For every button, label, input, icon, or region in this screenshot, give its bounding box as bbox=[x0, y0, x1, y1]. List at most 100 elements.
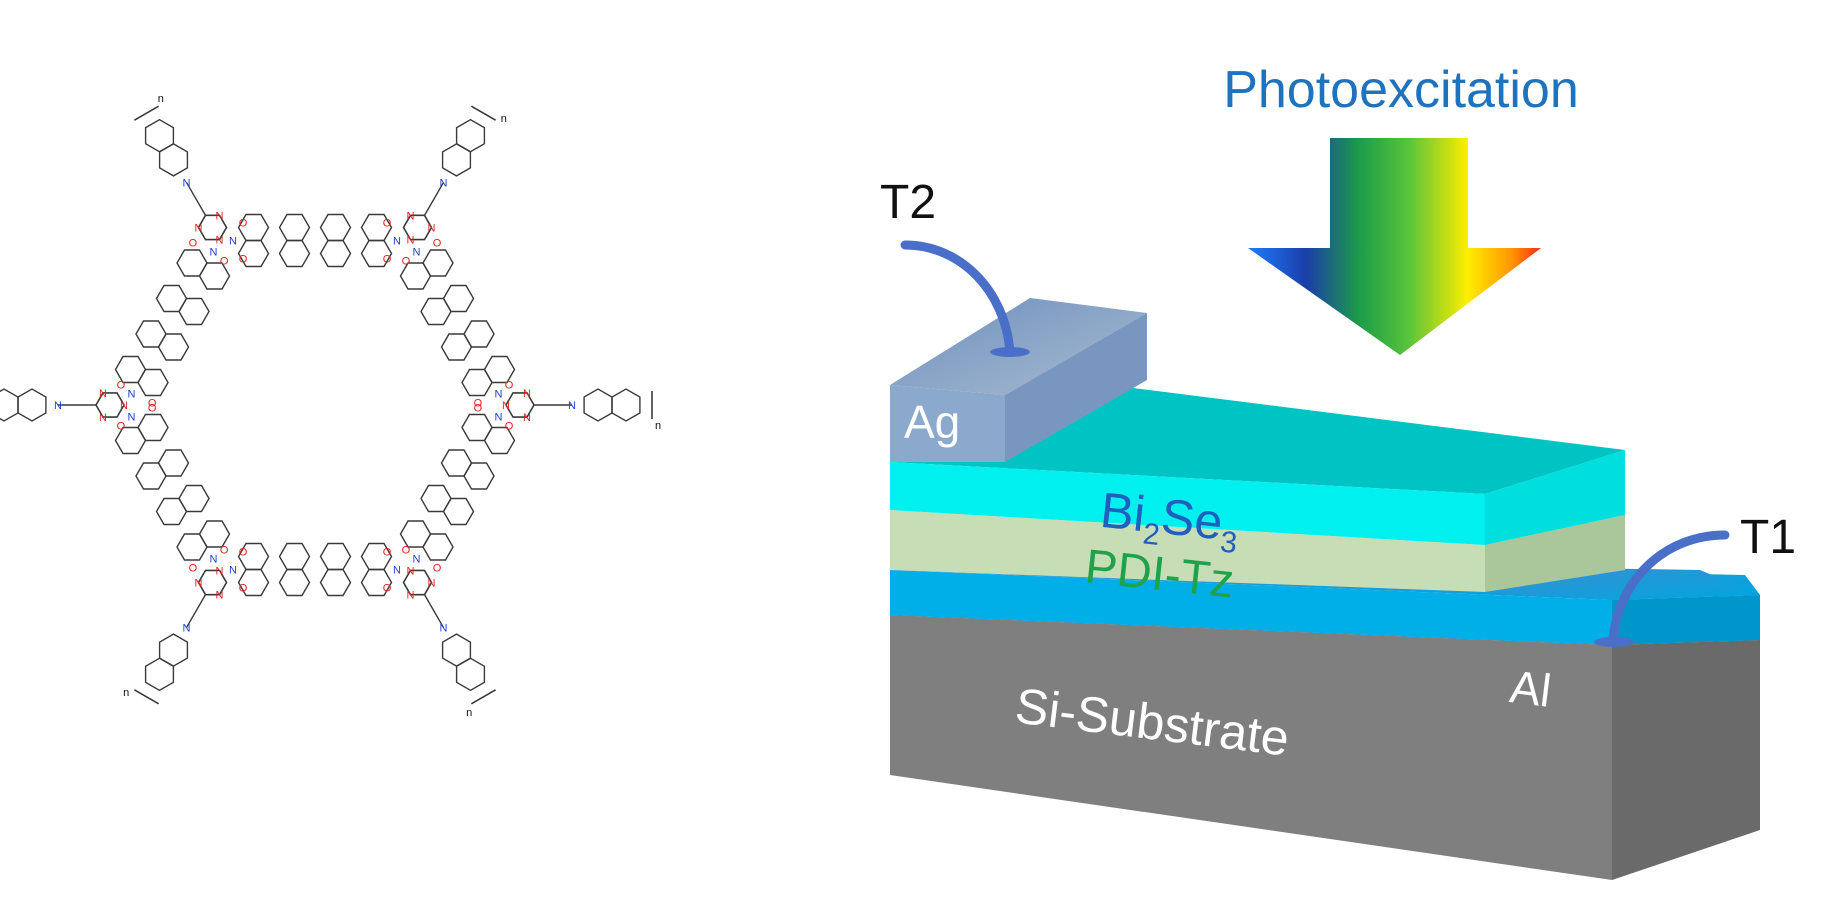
naphthalene-ring bbox=[144, 657, 175, 692]
al-label: Al bbox=[1507, 660, 1554, 717]
photoexcitation-arrow bbox=[1248, 138, 1541, 355]
t1-contact bbox=[1594, 637, 1634, 647]
imide-nitrogen: N bbox=[210, 553, 218, 565]
imide-nitrogen: N bbox=[229, 235, 237, 247]
bond bbox=[185, 594, 207, 628]
ag-top-face bbox=[890, 298, 1147, 395]
carbonyl-oxygen: O bbox=[474, 398, 483, 410]
benzene-ring bbox=[319, 568, 352, 597]
imide-nitrogen: N bbox=[183, 177, 191, 189]
triazine-ring bbox=[505, 392, 535, 418]
repeat-bracket bbox=[133, 689, 160, 705]
benzene-ring bbox=[420, 484, 452, 513]
pdi-side-face bbox=[1485, 515, 1625, 592]
carbonyl-oxygen: O bbox=[239, 547, 248, 559]
naphthalene-ring bbox=[611, 388, 641, 422]
imide-nitrogen: N bbox=[54, 400, 62, 412]
bi2se3-label: Bi2Se3 bbox=[1097, 482, 1242, 560]
triazine-nitrogen: N bbox=[195, 578, 203, 590]
imide-nitrogen: N bbox=[495, 411, 503, 423]
substrate-front-face bbox=[890, 615, 1612, 880]
bond bbox=[185, 182, 207, 216]
benzene-ring bbox=[278, 213, 311, 242]
ag-front-face bbox=[890, 385, 1005, 462]
naphthalene-ring bbox=[455, 657, 486, 692]
benzene-ring bbox=[157, 333, 190, 361]
substrate-side-face bbox=[1612, 640, 1760, 880]
carbonyl-oxygen: O bbox=[117, 420, 126, 432]
triazine-nitrogen: N bbox=[99, 388, 107, 400]
carbonyl-oxygen: O bbox=[189, 562, 198, 574]
triazine-ring bbox=[402, 214, 433, 241]
carbonyl-oxygen: O bbox=[383, 253, 392, 265]
ag-side-face bbox=[1005, 313, 1147, 462]
pdi-linker bbox=[399, 249, 516, 397]
si-substrate bbox=[890, 610, 1760, 880]
repeat-bracket bbox=[470, 105, 497, 121]
triazine-ring bbox=[402, 569, 433, 596]
imide-nitrogen: N bbox=[183, 623, 191, 635]
triazine-nitrogen: N bbox=[195, 222, 203, 234]
carbonyl-oxygen: O bbox=[383, 547, 392, 559]
benzene-ring bbox=[178, 297, 210, 326]
triazine-nitrogen: N bbox=[428, 578, 436, 590]
triazine-nitrogen: N bbox=[502, 400, 510, 412]
triazine-nitrogen: N bbox=[120, 400, 128, 412]
benzene-ring bbox=[198, 262, 231, 290]
naphthalene-ring bbox=[583, 388, 613, 422]
imide-nitrogen: N bbox=[495, 389, 503, 401]
benzene-ring bbox=[360, 542, 393, 571]
benzene-ring bbox=[237, 542, 270, 571]
carbonyl-oxygen: O bbox=[505, 420, 514, 432]
benzene-ring bbox=[420, 297, 452, 326]
t2-wire bbox=[900, 240, 1015, 357]
benzene-ring bbox=[137, 368, 169, 397]
imide-nitrogen: N bbox=[128, 411, 136, 423]
carbonyl-oxygen: O bbox=[148, 402, 157, 414]
triazine-node bbox=[402, 569, 497, 705]
triazine-nitrogen: N bbox=[523, 388, 531, 400]
t1-wire bbox=[1608, 530, 1730, 645]
triazine-node bbox=[402, 105, 497, 241]
benzene-ring bbox=[278, 239, 311, 268]
bond bbox=[423, 594, 445, 628]
benzene-ring bbox=[278, 568, 311, 597]
carbonyl-oxygen: O bbox=[239, 217, 248, 229]
carbonyl-oxygen: O bbox=[220, 256, 229, 268]
triazine-nitrogen: N bbox=[216, 210, 224, 222]
carbonyl-oxygen: O bbox=[148, 398, 157, 410]
benzene-ring bbox=[461, 413, 493, 442]
benzene-ring bbox=[399, 520, 432, 548]
benzene-ring bbox=[461, 368, 493, 397]
benzene-ring bbox=[360, 239, 393, 268]
naphthalene-ring bbox=[455, 118, 486, 153]
repeat-bracket bbox=[133, 105, 160, 121]
al-front-face bbox=[890, 570, 1612, 645]
naphthalene-ring bbox=[144, 118, 175, 153]
imide-nitrogen: N bbox=[229, 565, 237, 577]
pdi-tz-layer bbox=[890, 510, 1625, 592]
carbonyl-oxygen: O bbox=[433, 238, 442, 250]
imide-nitrogen: N bbox=[568, 400, 576, 412]
carbonyl-oxygen: O bbox=[220, 544, 229, 556]
ag-label: Ag bbox=[904, 396, 960, 448]
triazine-nitrogen: N bbox=[407, 565, 415, 577]
bond bbox=[423, 182, 445, 216]
triazine-node bbox=[133, 105, 228, 241]
imide-nitrogen: N bbox=[210, 247, 218, 259]
photoexcitation-label: Photoexcitation bbox=[1223, 61, 1579, 119]
benzene-ring bbox=[237, 239, 270, 268]
benzene-ring bbox=[137, 413, 169, 442]
imide-nitrogen: N bbox=[413, 247, 421, 259]
pdi-front-face bbox=[890, 510, 1485, 592]
pdi-linker bbox=[114, 249, 231, 397]
repeat-index: n bbox=[501, 113, 507, 125]
triazine-nitrogen: N bbox=[216, 590, 224, 602]
triazine-nitrogen: N bbox=[407, 235, 415, 247]
t1-label: T1 bbox=[1740, 511, 1796, 564]
benzene-ring bbox=[278, 542, 311, 571]
carbonyl-oxygen: O bbox=[505, 380, 514, 392]
pdi-linker bbox=[114, 413, 231, 561]
benzene-ring bbox=[157, 449, 190, 477]
